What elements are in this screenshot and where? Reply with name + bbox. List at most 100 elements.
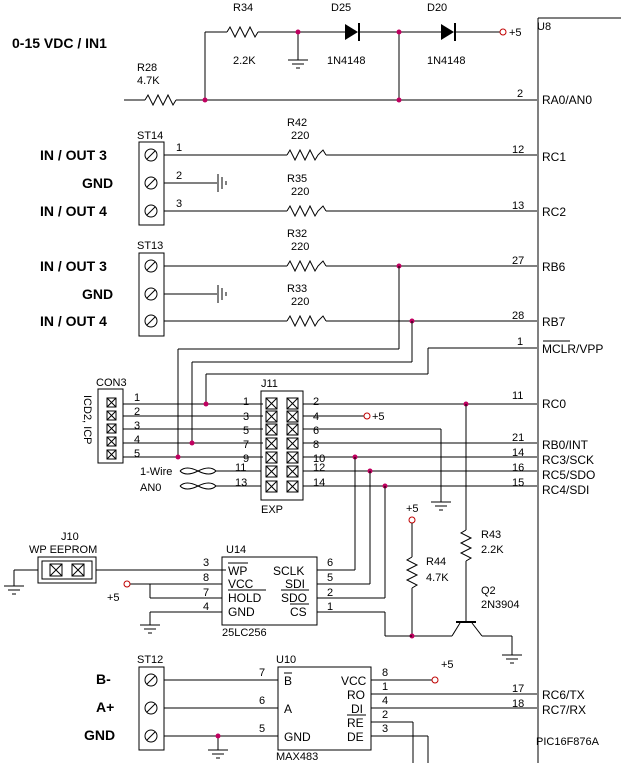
u10-rname: RO [347,688,365,702]
j11-pin-cell [265,480,278,493]
pin-name: RC4/SDI [542,483,589,497]
j11-pin: 7 [243,439,249,451]
st13-label-1: IN / OUT 3 [40,258,107,274]
onewire-label: 1-Wire [140,466,172,478]
u14-ref: U14 [226,544,246,556]
u14-lname: GND [228,605,255,619]
j11-pin-cell [286,397,299,410]
pin-num: 1 [517,336,523,348]
r33-val: 220 [291,296,309,308]
pin-name: RC1 [542,150,566,164]
j11-pin: 11 [235,462,246,474]
u14-pin: 3 [203,557,209,569]
con3-side-label: ICD2, ICP [81,395,93,445]
u10-transceiver: U10 MAX483 7 6 5 B A GND VCC RO DI RE DE… [259,654,537,763]
j11-pin-cell [286,423,299,436]
u10-rname: DI [351,702,363,716]
j11-pin-cell [286,480,299,493]
j11-pin: 13 [235,477,247,489]
r42-ref: R42 [287,117,307,129]
st12-label-3: GND [84,727,115,743]
u10-pin: 2 [382,709,388,721]
d25-val: 1N4148 [327,55,366,67]
d20-ref: D20 [427,2,447,14]
u10-pin: 1 [382,681,388,693]
u14-pin: 1 [327,601,333,613]
plus5-label: +5 [107,592,120,604]
pin-name: RA0/AN0 [542,93,592,107]
r35-val: 220 [291,186,309,198]
st14-pin: 1 [176,142,182,154]
pin-num: 2 [517,88,523,100]
pin-num: 21 [512,432,524,444]
u14-pin: 5 [327,572,333,584]
r28-ref: R28 [137,62,157,74]
pin-name: RB6 [542,260,566,274]
plus5-label: +5 [372,411,385,423]
j11-ref: J11 [261,378,278,390]
j11-pin-cell [265,410,278,423]
u14-rname: SCLK [273,564,304,578]
u10-pin: 5 [259,723,265,735]
u14-pin: 7 [203,587,209,599]
u10-rname: RE [347,716,364,730]
pin-num: 28 [512,310,524,322]
j11-pin: 8 [313,439,319,451]
u10-pin: 6 [259,695,265,707]
u10-pin: 4 [382,695,388,707]
transistor-section: R43 2.2K +5 R44 4.7K Q2 2N3904 [405,404,523,664]
u10-pin: 7 [259,667,265,679]
r33-ref: R33 [287,283,307,295]
plus5-label: +5 [441,659,454,671]
r35-ref: R35 [287,173,307,185]
r32-val: 220 [291,241,309,253]
st13-terminal: ST13 IN / OUT 3 GND IN / OUT 4 R32 220 R… [40,228,537,337]
pin-name: MCLR/VPP [542,342,603,356]
con3-ref: CON3 [96,377,127,389]
mcu-u8: U8 PIC16F876A [536,17,621,763]
con3-connector: CON3 ICD2, ICP 1 2 3 4 5 [81,377,263,464]
pin-num: 17 [512,683,524,695]
r42-val: 220 [291,130,309,142]
u10-pin: 8 [382,667,388,679]
plus5-label: +5 [509,27,522,39]
mcu-pin-labels: 2 RA0/AN0 12 RC1 13 RC2 27 RB6 28 RB7 1 … [512,88,603,717]
plus5-label: +5 [406,503,419,515]
u8-part: PIC16F876A [536,736,600,748]
pin-num: 13 [512,200,524,212]
pin-name: RC2 [542,205,566,219]
pin-num: 12 [512,144,524,156]
j11-sub: EXP [261,504,283,516]
r44-val: 4.7K [426,572,449,584]
j11-pin-cell [265,451,278,464]
u14-lname: VCC [228,577,254,591]
st12-label-1: B- [96,671,111,687]
u14-rname: SDI [285,577,305,591]
st12-label-2: A+ [96,699,114,715]
u14-lname: HOLD [228,591,262,605]
j10-label: WP EEPROM [29,544,97,556]
d25-ref: D25 [331,2,351,14]
u10-ref: U10 [276,654,296,666]
icsp-wiring [177,266,537,457]
j10-ref: J10 [61,531,79,543]
pin-name: RC7/RX [542,703,586,717]
j11-pin: 14 [313,477,325,489]
u14-lname: WP [228,564,247,578]
r34-val: 2.2K [233,55,256,67]
u10-lname: GND [284,730,311,744]
st14-label-1: IN / OUT 3 [40,147,107,163]
pin-num: 11 [512,390,523,402]
st14-terminal: ST14 IN / OUT 3 GND IN / OUT 4 1 2 3 R42… [40,117,537,226]
u14-pin: 4 [203,601,209,613]
pin-name: RC6/TX [542,688,585,702]
j10-jumper: J10 WP EEPROM [3,531,226,595]
r28-val: 4.7K [137,75,160,87]
st13-label-2: GND [82,286,113,302]
j11-pin: 9 [243,453,249,465]
j11-pin-cell [286,437,299,450]
pin-num: 16 [512,462,524,474]
u10-lname: A [284,702,292,716]
j11-pin-cell [286,451,299,464]
